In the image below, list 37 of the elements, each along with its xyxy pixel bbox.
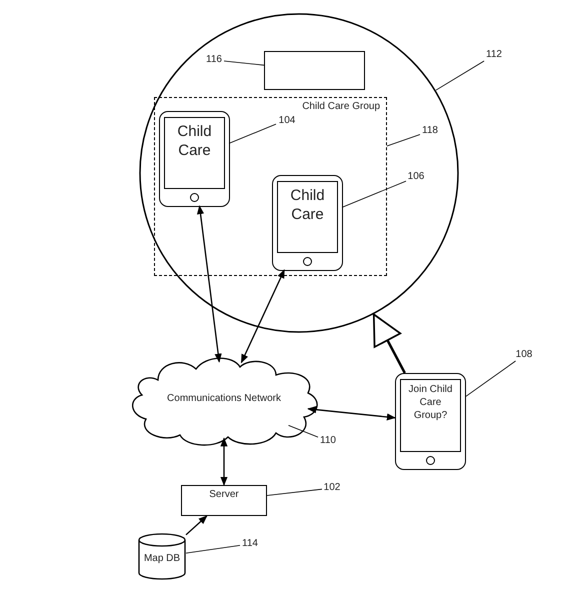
node-label: Server — [208, 489, 240, 500]
dashed-group-boundary — [154, 97, 387, 276]
callout-number: 104 — [278, 115, 296, 126]
node-label: Map DB — [142, 553, 182, 564]
arrow — [307, 406, 396, 421]
screen-text: Child Care — [289, 186, 326, 224]
screen-text: Child Care — [176, 122, 213, 160]
callout-number: 106 — [406, 171, 426, 182]
arrow — [372, 314, 406, 374]
callout-number: 110 — [319, 435, 337, 446]
callout-number: 116 — [205, 54, 223, 65]
callout-number: 108 — [514, 349, 534, 360]
leader-line — [266, 488, 322, 496]
leader-line — [288, 425, 318, 438]
arrow — [220, 437, 228, 486]
group-title: Child Care Group — [302, 101, 380, 112]
leader-line — [386, 134, 420, 146]
screen-text: Join Child Care Group? — [408, 383, 454, 422]
leader-line — [466, 360, 516, 397]
node-label: Communications Network — [166, 393, 282, 404]
tablet-device — [159, 111, 230, 207]
leader-line — [436, 60, 484, 91]
callout-number: 118 — [421, 125, 439, 136]
leader-line — [228, 124, 276, 144]
callout-number: 112 — [485, 49, 503, 60]
process-box — [181, 485, 267, 516]
callout-number: 102 — [322, 482, 342, 493]
tablet-device — [395, 373, 466, 470]
arrow — [186, 515, 208, 536]
leader-line — [224, 60, 264, 66]
arrow — [196, 205, 222, 363]
arrow — [240, 269, 285, 364]
leader-line — [342, 180, 406, 208]
process-box — [264, 51, 365, 90]
callout-number: 114 — [241, 538, 259, 549]
leader-line — [186, 545, 240, 554]
tablet-device — [272, 175, 343, 271]
